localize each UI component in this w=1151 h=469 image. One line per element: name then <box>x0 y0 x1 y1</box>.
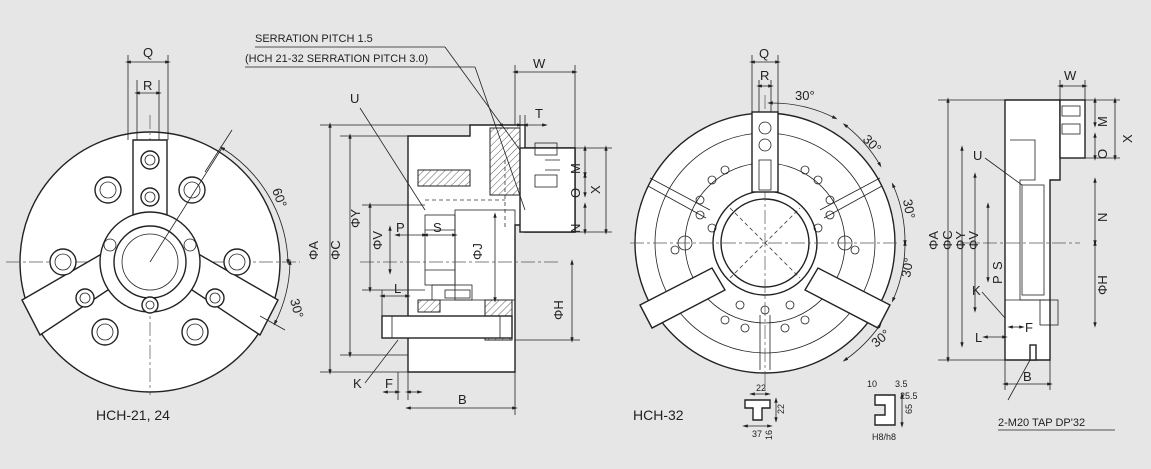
top-jaw <box>519 147 576 233</box>
caption-right-view: HCH-32 <box>633 407 684 423</box>
dim-label-o-side: O <box>1095 149 1110 159</box>
dim-label-b-section: B <box>458 392 467 407</box>
mounting-bolt <box>381 315 513 339</box>
dim-label-k-section: K <box>353 376 362 391</box>
dim-label-u: U <box>350 91 359 106</box>
dim-label-w-side: W <box>1064 68 1077 83</box>
dim-label-phi-v-side: ΦV <box>966 231 981 250</box>
jaw-left-large <box>639 267 726 329</box>
dim-label-m-section: M <box>568 163 583 174</box>
dim-label-phi-y-section: ΦY <box>348 209 363 228</box>
caption-left-view: HCH-21, 24 <box>96 407 170 423</box>
dim-label-s-side: S <box>990 261 1005 270</box>
note-serration-pitch-alt: (HCH 21-32 SERRATION PITCH 3.0) <box>245 53 428 65</box>
note-tap: 2-M20 TAP DP'32 <box>998 417 1085 429</box>
dim-label-x-section: X <box>588 185 603 194</box>
dim-label-m-side: M <box>1095 116 1110 127</box>
dim-label-p-section: P <box>396 220 405 235</box>
angle-label-30-a: 30° <box>795 88 815 103</box>
dim-label-t: T <box>535 106 543 121</box>
dim-label-w: W <box>533 56 546 71</box>
note-serration-pitch: SERRATION PITCH 1.5 <box>255 33 373 45</box>
dim-label-phi-j: ΦJ <box>470 243 485 260</box>
dim-label-r-large: R <box>760 68 769 83</box>
dim-label-r: R <box>143 78 152 93</box>
section-view-hch21: SERRATION PITCH 1.5 (HCH 21-32 SERRATION… <box>245 33 612 415</box>
detail-dim-25-5: 25.5 <box>900 391 918 401</box>
dim-label-u-side: U <box>973 148 982 163</box>
dim-label-q-large: Q <box>759 46 769 61</box>
bolt-hole-group-large <box>670 165 860 333</box>
dim-label-p-side: P <box>990 275 1005 284</box>
dim-label-phi-a-section: ΦA <box>306 241 321 260</box>
dim-label-f-side: F <box>1025 320 1033 335</box>
detail-dim-65: 65 <box>904 404 914 414</box>
dim-label-l-section: L <box>394 281 401 296</box>
dim-label-phi-a-side: ΦA <box>926 231 941 250</box>
angle-label-30-b: 30° <box>860 132 885 157</box>
dim-label-n-side: N <box>1095 213 1110 222</box>
detail-dim-37: 37 <box>752 429 762 439</box>
dim-label-f-section: F <box>385 376 393 391</box>
dim-label-x-side: X <box>1120 134 1135 143</box>
dim-label-phi-y-side: ΦY <box>953 231 968 250</box>
side-top-jaw <box>1059 99 1086 159</box>
dim-label-phi-v-section: ΦV <box>370 231 385 250</box>
angle-label-30-e: 30° <box>868 326 893 350</box>
detail-dim-22-side: 22 <box>776 404 786 414</box>
angle-label-30-d: 30° <box>898 257 916 279</box>
dim-label-o-section: O <box>568 188 583 198</box>
dim-label-k-side: K <box>972 283 981 298</box>
detail-serration-2: 10 3.5 25.5 65 H8/h8 <box>867 379 918 442</box>
dim-label-b-side: B <box>1023 369 1032 384</box>
dim-label-n-section: N <box>568 224 583 233</box>
detail-serration-1: 22 22 37 16 <box>742 383 786 440</box>
jaw-right-large <box>804 267 891 329</box>
front-view-hch21: Q R 60° 30° HCH-21, 24 <box>6 45 307 423</box>
detail-dim-22-top: 22 <box>756 383 766 393</box>
angle-label-30-c: 30° <box>900 198 918 220</box>
jaw-top-large <box>751 111 779 193</box>
detail-fit-tolerance: H8/h8 <box>872 432 896 442</box>
side-view-hch32: W X M O N ΦH ΦA ΦC ΦY ΦV U S P K L <box>926 68 1135 431</box>
dim-label-l-side: L <box>975 330 982 345</box>
dim-label-s-section: S <box>433 220 442 235</box>
dim-label-phi-c-section: ΦC <box>328 240 343 260</box>
dim-label-phi-h-section: ΦH <box>551 300 566 320</box>
detail-dim-3-5: 3.5 <box>895 379 908 389</box>
dim-label-phi-h-side: ΦH <box>1095 275 1110 295</box>
angle-label-30-left: 30° <box>287 297 307 320</box>
front-view-hch32: Q R 30° 30° 30° 30° 30° HCH-32 <box>630 46 918 423</box>
angle-label-60: 60° <box>269 186 290 210</box>
detail-dim-10: 10 <box>867 379 877 389</box>
detail-dim-16: 16 <box>764 430 774 440</box>
dim-label-phi-c-side: ΦC <box>940 230 955 250</box>
dim-label-q: Q <box>143 45 153 60</box>
